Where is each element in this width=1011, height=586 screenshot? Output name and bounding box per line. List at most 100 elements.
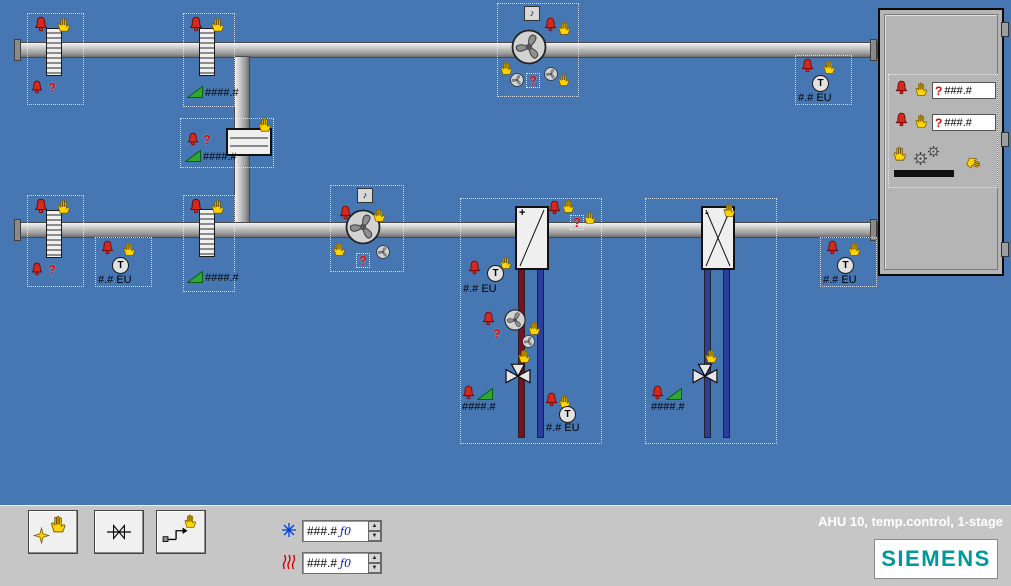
hand-override-icon[interactable] — [847, 242, 862, 257]
analog-ramp-icon[interactable] — [666, 388, 682, 400]
hand-override-icon[interactable] — [122, 242, 137, 257]
damper-blades-symbol[interactable] — [199, 28, 215, 76]
alarm-bell-icon[interactable] — [825, 240, 840, 255]
alarm-bell-icon[interactable] — [547, 200, 562, 215]
damper-blades-symbol[interactable] — [46, 210, 62, 258]
extract-fan-unit[interactable]: ♪ ? — [330, 185, 404, 272]
hand-override-icon[interactable] — [557, 73, 571, 87]
damper-unit-top-center[interactable]: ####.# — [183, 13, 239, 107]
alarm-bell-icon[interactable] — [544, 392, 559, 407]
question-mark-indicator[interactable]: ? — [48, 80, 56, 95]
damper-unit-mid-center[interactable]: ####.# — [183, 195, 239, 292]
spin-down-button[interactable]: ▼ — [368, 531, 381, 541]
damper-command-button[interactable] — [94, 510, 144, 554]
cooling-setpoint-field[interactable]: ###.# ƒ0 ▲ ▼ — [302, 520, 382, 542]
temp-sensor-top-right[interactable]: T #.# EU — [795, 55, 852, 105]
hand-override-icon[interactable] — [517, 349, 532, 364]
note-box-icon[interactable]: ♪ — [524, 6, 540, 21]
question-mark-indicator[interactable]: ? — [356, 253, 370, 268]
spin-up-button[interactable]: ▲ — [368, 521, 381, 531]
alarm-bell-icon[interactable] — [30, 262, 44, 276]
hand-override-icon[interactable] — [210, 199, 226, 215]
hand-override-icon[interactable] — [557, 21, 572, 36]
alarm-bell-icon[interactable] — [800, 58, 815, 73]
question-mark-indicator[interactable]: ? — [526, 73, 540, 88]
hand-override-icon[interactable] — [56, 17, 72, 33]
temp-sensor-mid-left[interactable]: T #.# EU — [95, 237, 152, 287]
alarm-bell-icon[interactable] — [467, 260, 482, 275]
question-mark-indicator[interactable]: ? — [48, 262, 56, 277]
temperature-sensor-icon[interactable]: T — [812, 75, 829, 92]
fan-icon[interactable] — [511, 29, 547, 65]
cooling-coil-unit[interactable]: - ####.# — [645, 198, 777, 444]
hand-override-icon[interactable] — [892, 146, 908, 162]
fan-small-icon[interactable] — [544, 67, 558, 81]
damper-blades-symbol[interactable] — [46, 28, 62, 76]
hand-override-icon[interactable] — [583, 211, 597, 225]
control-cabinet[interactable]: ? ###.# ? ###.# — [878, 8, 1009, 276]
heating-setpoint-spinner[interactable]: ▲ ▼ — [368, 553, 381, 573]
alarm-bell-icon[interactable] — [650, 385, 665, 400]
cabinet-value-field[interactable]: ? ###.# — [932, 82, 996, 99]
alarm-bell-icon[interactable] — [894, 112, 909, 127]
hand-override-icon[interactable] — [822, 60, 837, 75]
alarm-bell-icon[interactable] — [481, 311, 496, 326]
temperature-sensor-icon[interactable]: T — [559, 406, 576, 423]
temperature-sensor-icon[interactable]: T — [487, 265, 504, 282]
fan-small-icon[interactable] — [510, 73, 524, 87]
temperature-sensor-icon[interactable]: T — [837, 257, 854, 274]
alarm-bell-icon[interactable] — [33, 16, 49, 32]
gear-icon[interactable] — [927, 145, 940, 158]
hand-override-icon[interactable] — [561, 199, 576, 214]
damper-blades-symbol[interactable] — [199, 209, 215, 257]
hand-override-icon[interactable] — [372, 208, 387, 223]
hand-override-icon[interactable] — [704, 349, 719, 364]
cooling-setpoint-spinner[interactable]: ▲ ▼ — [368, 521, 381, 541]
hand-override-icon[interactable] — [914, 114, 929, 129]
question-mark-indicator[interactable]: ? — [493, 326, 501, 341]
alarm-bell-icon[interactable] — [461, 385, 476, 400]
spin-down-button[interactable]: ▼ — [368, 563, 381, 573]
cabinet-value-field[interactable]: ? ###.# — [932, 114, 996, 131]
alarm-bell-icon[interactable] — [188, 16, 204, 32]
analog-ramp-icon[interactable] — [185, 150, 201, 162]
heat-recovery-unit[interactable]: ? ####.# — [180, 118, 274, 168]
recovery-box-symbol[interactable] — [226, 128, 272, 156]
hand-override-icon[interactable] — [914, 82, 929, 97]
hand-override-icon[interactable] — [499, 256, 513, 270]
fan-small-icon[interactable] — [376, 245, 390, 259]
gear-icon[interactable] — [913, 151, 928, 166]
fan-small-icon[interactable] — [522, 335, 535, 348]
pump-icon[interactable] — [504, 309, 526, 331]
alarm-bell-icon[interactable] — [338, 205, 353, 220]
question-mark-indicator[interactable]: ? — [570, 215, 584, 230]
hand-override-icon[interactable] — [257, 117, 273, 133]
hand-override-icon[interactable] — [210, 17, 226, 33]
override-pointer-button[interactable] — [156, 510, 206, 554]
valve-3way-icon[interactable] — [692, 363, 718, 385]
alarm-bell-icon[interactable] — [188, 198, 204, 214]
temperature-sensor-icon[interactable]: T — [112, 257, 129, 274]
temp-sensor-mid-right[interactable]: T #.# EU — [820, 237, 877, 287]
heating-coil-symbol[interactable]: + — [515, 206, 549, 270]
question-mark-indicator[interactable]: ? — [203, 132, 211, 147]
alarm-bell-icon[interactable] — [543, 17, 558, 32]
heating-coil-unit[interactable]: + ? T #.# EU ? ####.# T #.# EU — [460, 198, 602, 444]
note-box-icon[interactable]: ♪ — [357, 188, 373, 203]
heating-setpoint-field[interactable]: ###.# ƒ0 ▲ ▼ — [302, 552, 382, 574]
alarm-bell-icon[interactable] — [100, 240, 115, 255]
damper-unit-mid-left[interactable]: ? — [27, 195, 84, 287]
manual-operation-button[interactable] — [28, 510, 78, 554]
spin-up-button[interactable]: ▲ — [368, 553, 381, 563]
valve-3way-icon[interactable] — [505, 363, 531, 385]
alarm-bell-icon[interactable] — [33, 198, 49, 214]
analog-ramp-icon[interactable] — [477, 388, 493, 400]
alarm-bell-icon[interactable] — [894, 80, 909, 95]
hand-override-icon[interactable] — [56, 199, 72, 215]
alarm-bell-icon[interactable] — [186, 132, 200, 146]
damper-unit-top-left[interactable]: ? — [27, 13, 84, 105]
hand-override-icon[interactable] — [722, 203, 737, 218]
analog-ramp-icon[interactable] — [187, 271, 203, 283]
alarm-bell-icon[interactable] — [30, 80, 44, 94]
hand-override-icon[interactable] — [527, 321, 542, 336]
